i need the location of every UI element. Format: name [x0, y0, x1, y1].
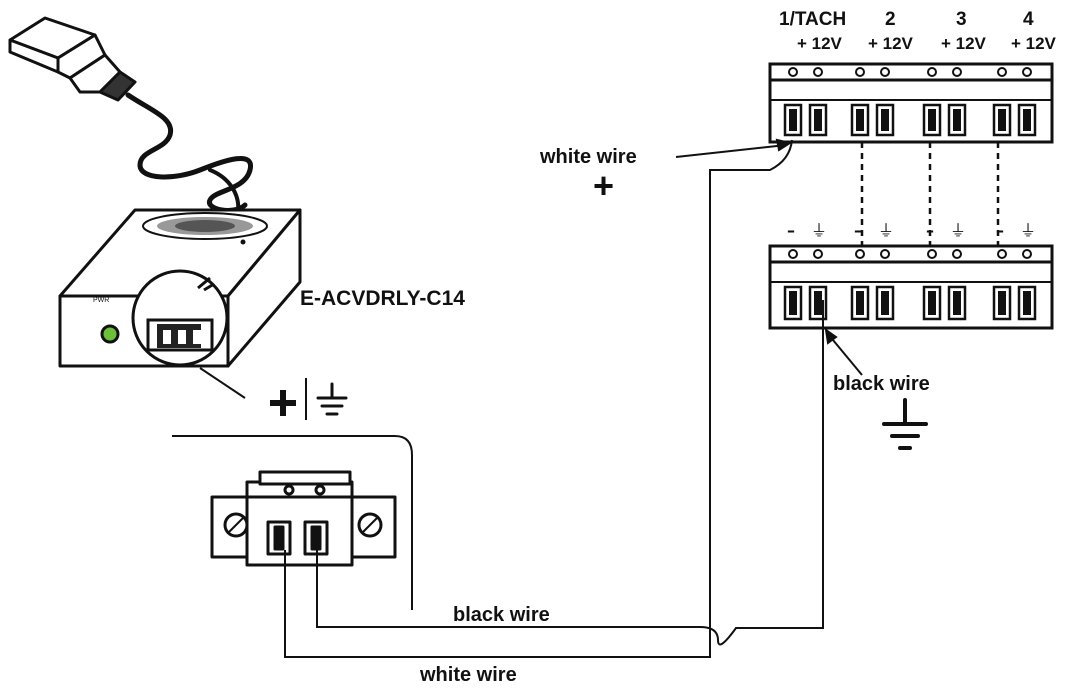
terminal-screw-icon	[997, 249, 1007, 259]
terminal-contact-icon	[928, 109, 936, 131]
terminal-screw-icon	[1022, 249, 1032, 259]
terminal-contact-icon	[928, 291, 936, 315]
terminal-contact-icon	[856, 291, 864, 315]
terminal-contact-icon	[998, 109, 1006, 131]
minus-symbol: –	[854, 221, 862, 240]
black-wire-label-right: black wire	[833, 373, 930, 395]
white-plus-symbol: +	[593, 165, 615, 206]
connector-magnifier	[131, 269, 229, 367]
ground-symbol-icon	[882, 398, 928, 450]
minus-symbol: –	[996, 221, 1004, 240]
terminal-screw-icon	[952, 67, 962, 77]
pwr-label: PWR	[93, 297, 109, 304]
ground-mark-symbol: ⏚	[878, 221, 894, 240]
black-wire-pointer	[824, 327, 863, 376]
power-led-icon	[100, 324, 120, 344]
channel-4-number: 4	[1023, 9, 1034, 30]
channel-4-supply: + 12V	[1011, 34, 1056, 53]
ground-mark-symbol: ⏚	[950, 221, 966, 240]
terminal-contact-icon	[953, 109, 961, 131]
black-wire-label-bottom: black wire	[453, 604, 550, 626]
channel-1-supply: + 12V	[797, 34, 842, 53]
power-terminal-block-icon	[210, 470, 397, 567]
detail-bracket	[172, 435, 413, 610]
terminal-contact-icon	[1023, 291, 1031, 315]
magnifier-pointer	[199, 367, 246, 399]
white-wire-pointer	[675, 138, 793, 158]
terminal-contact-icon	[953, 291, 961, 315]
terminal-screw-icon	[855, 249, 865, 259]
terminal-contact-icon	[789, 109, 797, 131]
channel-2-supply: + 12V	[868, 34, 913, 53]
power-cable	[125, 92, 253, 214]
terminal-screw-icon	[1022, 67, 1032, 77]
ac-plug-icon	[8, 16, 137, 102]
terminal-screw-icon	[813, 67, 823, 77]
terminal-contact-icon	[814, 291, 822, 315]
white-wire-label-top: white wire	[540, 146, 637, 168]
power-plus-symbol-icon	[270, 390, 296, 416]
lower-contacts	[783, 249, 1037, 321]
terminal-contact-icon	[856, 109, 864, 131]
terminal-screw-icon	[880, 249, 890, 259]
terminal-contact-icon	[1023, 109, 1031, 131]
minus-symbol: –	[926, 221, 934, 240]
terminal-screw-icon	[927, 67, 937, 77]
terminal-contact-icon	[881, 291, 889, 315]
upper-contacts	[783, 67, 1037, 137]
terminal-screw-icon	[788, 249, 798, 259]
lower-polarity-marks: –⏚–⏚–⏚–⏚	[787, 221, 1036, 240]
terminal-contact-icon	[881, 109, 889, 131]
white-wire	[284, 139, 793, 658]
channel-3-supply: + 12V	[941, 34, 986, 53]
power-ground-symbol-icon	[316, 382, 348, 416]
ground-mark-symbol: ⏚	[1020, 221, 1036, 240]
terminal-screw-icon	[813, 249, 823, 259]
channel-3-number: 3	[956, 9, 967, 30]
terminal-screw-icon	[927, 249, 937, 259]
terminal-screw-icon	[788, 67, 798, 77]
terminal-contact-icon	[789, 291, 797, 315]
device-model-label: E-ACVDRLY-C14	[300, 287, 465, 310]
terminal-screw-icon	[880, 67, 890, 77]
white-wire-label-bottom: white wire	[420, 664, 517, 686]
terminal-contact-icon	[814, 109, 822, 131]
ground-mark-symbol: ⏚	[811, 221, 827, 240]
terminal-screw-icon	[855, 67, 865, 77]
minus-symbol: –	[787, 221, 795, 240]
channel-2-number: 2	[885, 9, 896, 30]
device-logo-icon	[142, 212, 268, 245]
terminal-contact-icon	[998, 291, 1006, 315]
black-wire	[316, 300, 824, 646]
terminal-screw-icon	[997, 67, 1007, 77]
channel-1-number: 1/TACH	[779, 9, 847, 30]
terminal-screw-icon	[952, 249, 962, 259]
